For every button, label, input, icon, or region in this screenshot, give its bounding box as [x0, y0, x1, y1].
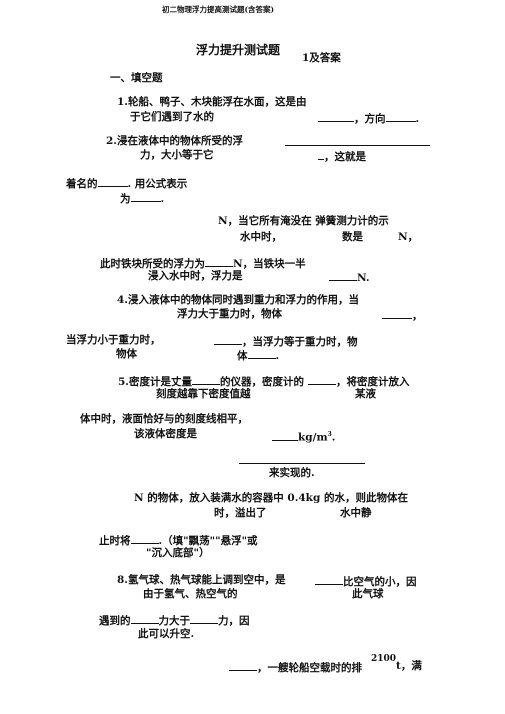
- q8-blank-1[interactable]: [315, 574, 343, 585]
- q5-liq: 某液: [355, 388, 376, 400]
- q2-formula: . 用公式表示: [127, 178, 188, 190]
- q8-row-b: 遇到的 力大于 力，因: [99, 613, 250, 628]
- q8-blank-2[interactable]: [130, 613, 159, 624]
- q5-unit-sup: 3: [327, 431, 332, 438]
- q6-a: N 的物体，放入装满水的容器中 0.4kg 的水，则此物体在: [134, 492, 408, 504]
- q8-cont: 由于氢气、热空气的: [143, 588, 238, 600]
- q6-c: 水中静: [340, 507, 372, 519]
- q4-blank-1[interactable]: [382, 308, 412, 319]
- q2-famous: 着名的: [66, 178, 98, 190]
- q3-b: 水中时，: [240, 231, 282, 243]
- q1-text: 1.轮船、鸭子、木块能浮在水面，这是由: [117, 96, 307, 108]
- q4-row-lt: 当浮力小于重力时，: [66, 334, 161, 347]
- q8-b1: 遇到的: [99, 615, 131, 627]
- q1-end: .: [415, 113, 420, 125]
- q6-e: .（填"飘荡""悬浮"或: [158, 535, 258, 547]
- q3-h: N.: [357, 272, 370, 284]
- q4-end: .: [275, 350, 280, 362]
- q2-cont: 力，大小等于它: [140, 149, 214, 161]
- q9-blank-1[interactable]: [229, 660, 257, 671]
- q4-text: 4.浸入液体中的物体同时遇到重力和浮力的作用，当: [117, 294, 359, 306]
- q5-blank-3[interactable]: [272, 430, 298, 441]
- q3-blank-1[interactable]: [205, 256, 233, 267]
- q5-row: 5.密度计是丈量 的仪器，密度计的 ，将密度计放入: [118, 374, 409, 389]
- q2-wei: 为: [120, 193, 131, 205]
- q3-c: 数是: [342, 231, 363, 243]
- q6-blank-1[interactable]: [130, 533, 159, 544]
- q2-blank-4[interactable]: [130, 191, 161, 202]
- q3-g: 浸入水中时，浮力是: [148, 270, 243, 282]
- q4-body1: 物体: [116, 348, 137, 360]
- q8-mid: 比空气的小，因: [343, 576, 417, 588]
- q2-blank-line[interactable]: [285, 145, 430, 146]
- q4-comma: ，: [412, 310, 423, 322]
- q4-row-body2: 体.: [237, 348, 279, 363]
- page-title: 浮力提升测试题: [196, 43, 281, 57]
- q3-d: N，: [398, 231, 419, 243]
- q9-num: 2100: [371, 654, 397, 664]
- q2-mid-row: ，这就是: [318, 149, 366, 164]
- section-heading: 一、填空题: [110, 72, 163, 84]
- q1-dir: ，方向: [354, 113, 386, 125]
- q6-b: 时，溢出了: [214, 507, 267, 519]
- q5-cont: 刻度越靠下密度值越: [156, 388, 251, 400]
- q3-a: N，当它所有淹没在 弹簧测力计的示: [218, 215, 389, 227]
- q4-eq: ，当浮力等于重力时，物: [242, 336, 358, 348]
- q5-unit-row: kg/m3.: [272, 428, 335, 445]
- q4-row-comma: ，: [382, 308, 423, 323]
- q3-f: N，当铁块一半: [233, 258, 306, 270]
- q5-unit: kg/m: [298, 431, 328, 444]
- q3-row-e: 此时铁块所受的浮力为 N，当铁块一半: [100, 256, 306, 271]
- q8-b2: 力大于: [158, 615, 191, 627]
- q5-text: 5.密度计是丈量: [118, 376, 192, 388]
- q8-b3: 力，因: [218, 615, 250, 627]
- q4-row-eq: ，当浮力等于重力时，物: [214, 334, 358, 349]
- q5-mid2: ，将密度计放入: [335, 376, 410, 388]
- title-suffix: 1及答案: [302, 52, 341, 64]
- q8-tail: 此气球: [352, 588, 384, 600]
- q5-blank-2[interactable]: [307, 374, 336, 385]
- q8-blank-3[interactable]: [190, 613, 218, 624]
- q2-blank-3[interactable]: [97, 176, 128, 187]
- q8-text: 8.氢气球、热气球能上调到空中，是: [117, 574, 286, 586]
- q6-d: 止时将: [99, 535, 131, 547]
- q2-blank-2[interactable]: [318, 149, 324, 160]
- q2-text: 2.浸在液体中的物体所受的浮: [106, 135, 243, 147]
- q4-blank-3[interactable]: [247, 348, 276, 359]
- q8-b4: 此可以升空.: [138, 628, 195, 640]
- q9-row: ，一艘轮船空载时的排: [229, 660, 362, 675]
- q4-lt: 当浮力小于重力时，: [66, 334, 161, 346]
- q1-blank-row: ，方向.: [318, 111, 419, 126]
- q3-e: 此时铁块所受的浮力为: [100, 258, 205, 270]
- q5-b1: 体中时，液面恰好与的刻度线相平，: [80, 413, 248, 425]
- q5-b2: 该液体密度是: [134, 428, 197, 440]
- q6-f: "沉入底部"）: [146, 547, 210, 559]
- q6-row-d: 止时将 .（填"飘荡""悬浮"或: [99, 533, 258, 548]
- q2-famous-row: 着名的 . 用公式表示: [66, 176, 187, 191]
- q1-blank-1[interactable]: [318, 111, 354, 122]
- q8-row-mid: 比空气的小，因: [315, 574, 417, 589]
- q3-row-h: N.: [329, 270, 370, 285]
- q6-realized: 来实现的.: [269, 467, 315, 479]
- q4-blank-2[interactable]: [214, 334, 242, 345]
- page-header: 初二物理浮力提高测试题(含答案): [162, 5, 275, 14]
- q5-mid1: 的仪器，密度计的: [219, 376, 304, 388]
- q6-blank-line[interactable]: [239, 463, 365, 464]
- q3-blank-2[interactable]: [329, 270, 357, 281]
- q5-blank-1[interactable]: [191, 374, 220, 385]
- q2-end: .: [160, 193, 165, 205]
- q2-wei-row: 为.: [120, 191, 164, 206]
- q1-blank-2[interactable]: [385, 111, 416, 122]
- q5-end: .: [331, 431, 336, 444]
- q4-cont: 浮力大于重力时，物体: [177, 308, 282, 320]
- q9-b: t，满: [396, 660, 422, 672]
- q2-mid: ，这就是: [324, 151, 366, 163]
- q4-body2: 体: [237, 350, 248, 362]
- q9-a: ，一艘轮船空载时的排: [257, 662, 362, 674]
- q1-cont: 于它们遇到了水的: [130, 111, 214, 123]
